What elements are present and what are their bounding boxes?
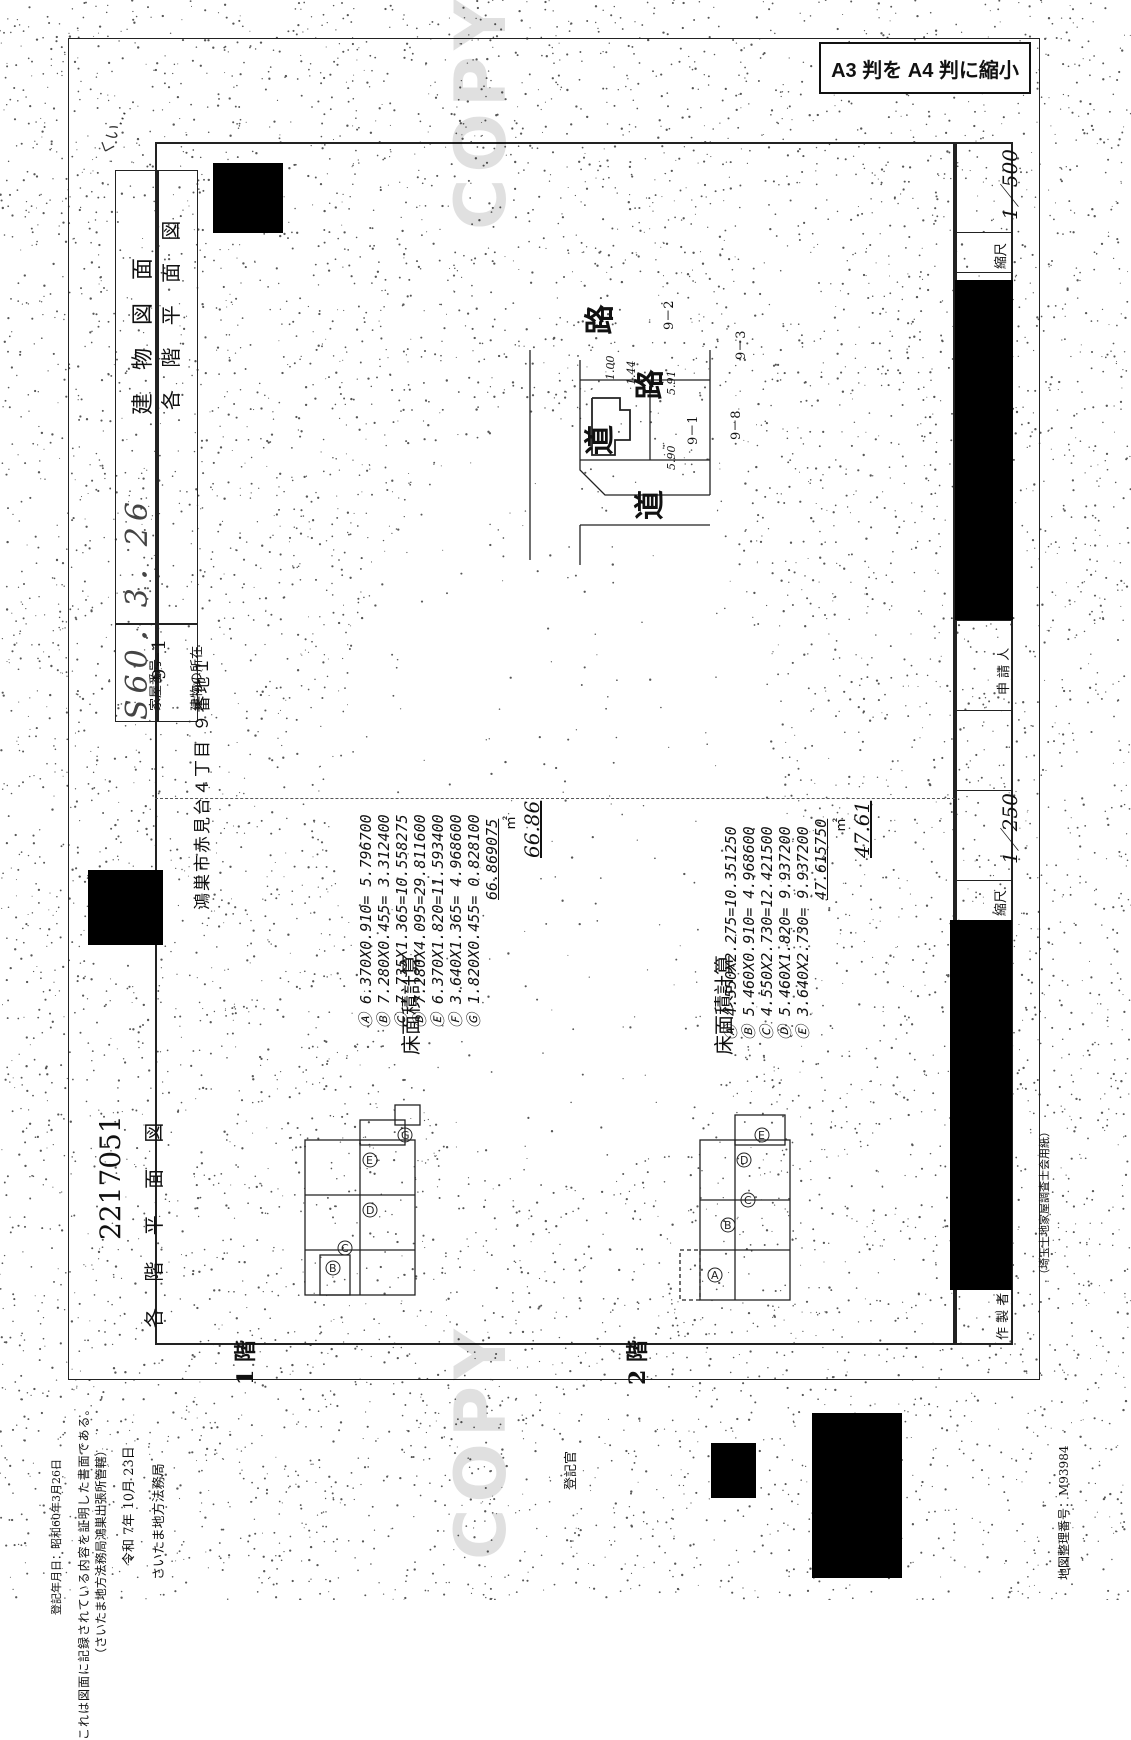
map-number: 地図整理番号：M93984 (1055, 1446, 1072, 1580)
fold-line (155, 798, 955, 799)
building-plan-title: 建 物 図 面 (125, 250, 157, 415)
registrar-label: 登記官 (560, 1451, 579, 1490)
document-page: A3 判を A4 判に縮小 くい… 縮尺 1／500 申 請 人 縮尺 1／25… (0, 0, 1131, 1600)
lot-right2-label: 9－3 (730, 330, 749, 360)
panel-divider (955, 272, 1013, 273)
floor1-area: 66.86 (520, 801, 544, 858)
redaction-block (955, 280, 1013, 620)
office-jurisdiction-note: （さいたま地方法務局鴻巣出張所管轄） (92, 1444, 109, 1660)
plan-scale-value: 1／250 (994, 793, 1023, 864)
floor1-area-unit: ㎡ (500, 816, 520, 830)
floor2-calc-total: 47.615750 (812, 819, 830, 900)
redaction-block (950, 920, 1012, 1290)
floor1-calc-row: Ⓖ 1.820X0.455= 0.828100 (463, 814, 484, 1028)
issue-date: 令和 7年 10月 23日 (118, 1446, 137, 1565)
panel-divider (955, 790, 1013, 791)
road-label-2: 道 路 (625, 330, 669, 520)
maker-label: 作 製 者 (992, 1293, 1011, 1340)
floor1-calc-total: 66.869075 (483, 819, 501, 900)
floor2-area: 47.61 (850, 801, 874, 858)
site-dimension: 5.91 (665, 371, 678, 396)
redaction-block (812, 1413, 902, 1578)
certification-text: これは図面に記録されている内容を証明した書面である。 (75, 1402, 92, 1740)
map-scale-label: 縮尺 (990, 243, 1009, 269)
floor2-plan-drawing: A B C D E (660, 1110, 810, 1310)
panel-divider (955, 232, 1013, 233)
applicant-label: 申 請 人 (993, 648, 1012, 695)
site-dimension: 5.90 (665, 446, 678, 471)
site-dimension: 1.44 (625, 361, 638, 386)
floor2-calc-row: Ⓔ 3.640X2.730= 9.937200 (792, 826, 813, 1040)
copy-watermark: COPY (440, 0, 522, 230)
site-dimension: 1.00 (604, 356, 617, 381)
floor2-area-unit: ㎡ (830, 818, 850, 832)
office-name: さいたま地方法務局 (148, 1463, 167, 1580)
floor1-plan-drawing: B C D E G (265, 1100, 435, 1320)
floor2-label: 2 階 (620, 1340, 652, 1385)
redaction-block (711, 1443, 756, 1498)
redaction-block (213, 163, 283, 233)
copy-watermark: COPY (440, 1323, 522, 1560)
lot-right-label: 9－2 (658, 300, 677, 330)
association-label: （埼玉土地家屋調査士会用紙） (1036, 1126, 1052, 1280)
redaction-block (88, 870, 163, 945)
lot-center-label: 9－1 (682, 415, 701, 445)
registered-date: 登記年月日：昭和60年3月26日 (48, 1459, 64, 1615)
handwritten-date: S60．3．26 (112, 496, 156, 720)
panel-divider (955, 620, 1013, 621)
map-scale-value: 1／500 (994, 149, 1023, 220)
document-number: 2217051 (94, 1115, 127, 1240)
location-value: 鴻巣市赤見台４丁目 ９番地１ (188, 656, 213, 910)
plan-scale-label: 縮尺 (990, 890, 1009, 916)
panel-divider (955, 710, 1013, 711)
floor-plan-title-left: 各 階 平 面 図 (138, 1113, 167, 1328)
panel-divider (955, 880, 1013, 881)
floor1-label: 1 階 (228, 1340, 260, 1385)
floor-plan-title-right: 各 階 平 面 図 (155, 213, 184, 410)
lot-bottom-label: 9－8 (725, 410, 744, 440)
